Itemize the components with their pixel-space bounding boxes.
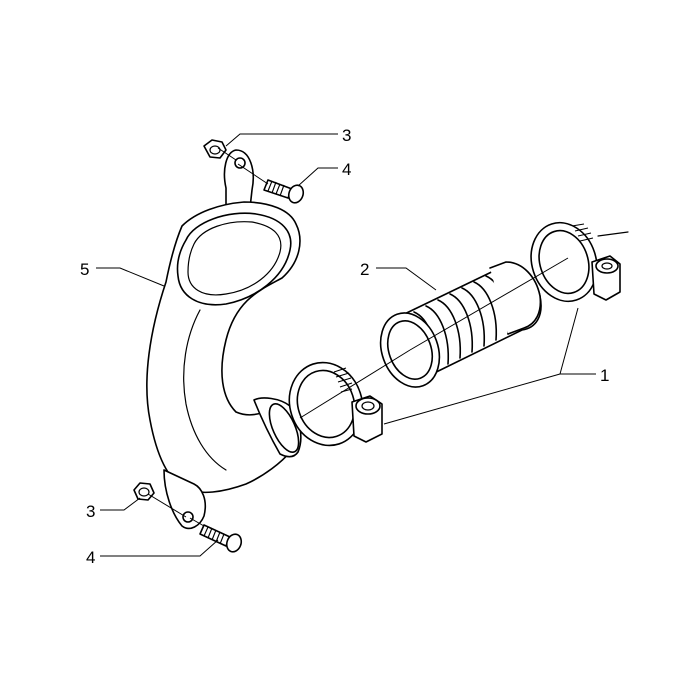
nut-top-part — [203, 139, 227, 159]
intake-pipe-part — [146, 149, 302, 530]
screw-top-part — [263, 179, 305, 204]
callout-4-top: 4 — [342, 160, 351, 179]
callout-4-bottom: 4 — [86, 548, 95, 567]
hose-clamp-upper-part — [530, 221, 629, 303]
callout-5: 5 — [80, 260, 89, 279]
bellows-sleeve-part — [379, 261, 542, 388]
screw-bottom-part — [199, 524, 243, 553]
callout-3-bottom: 3 — [86, 502, 95, 521]
assembly-axis-lines — [147, 147, 569, 527]
callout-1: 1 — [600, 366, 609, 385]
callout-leaders — [96, 133, 596, 557]
callout-3-top: 3 — [342, 126, 351, 145]
callout-labels: 3 4 5 2 1 3 4 — [80, 126, 609, 567]
hose-clamp-lower-part — [288, 361, 383, 447]
nut-bottom-part — [133, 482, 155, 501]
callout-2: 2 — [360, 260, 369, 279]
